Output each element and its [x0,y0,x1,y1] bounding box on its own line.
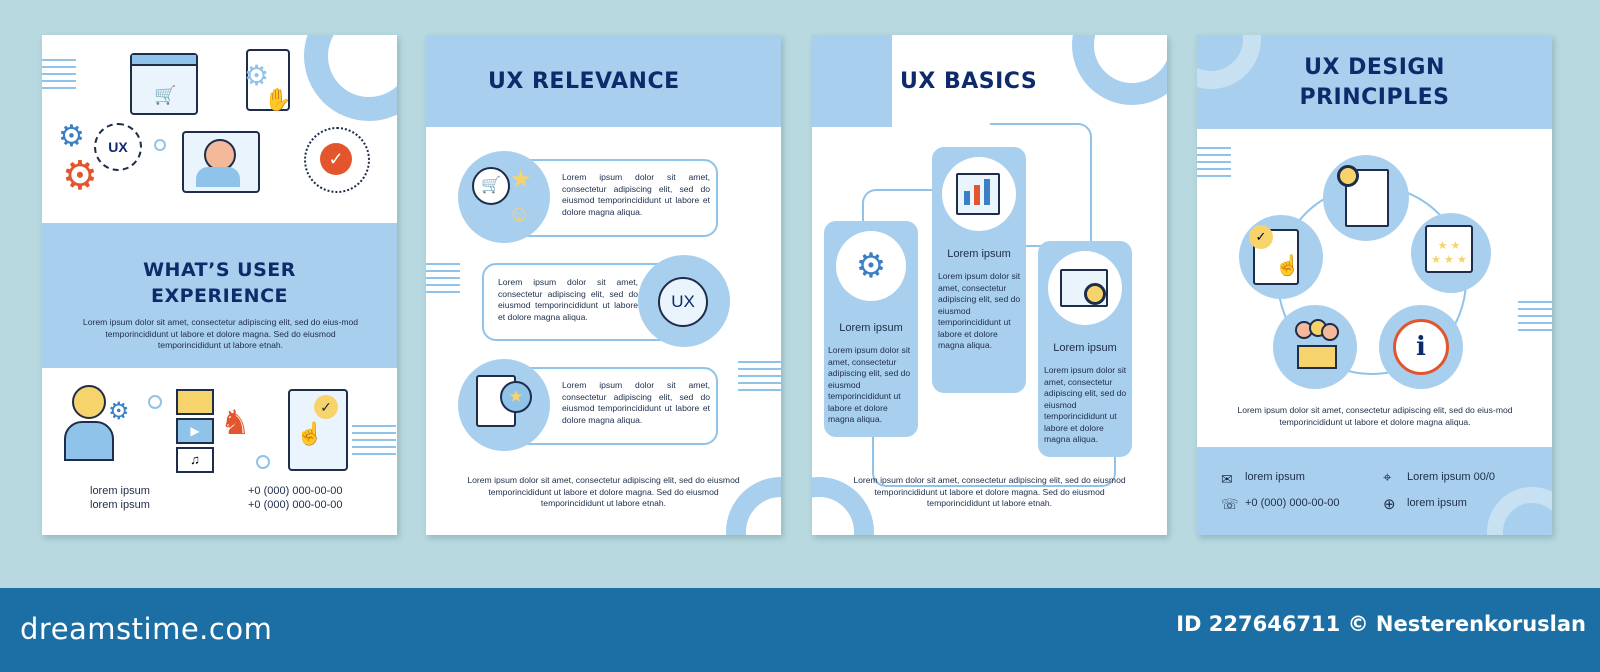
footer-paragraph: Lorem ipsum dolor sit amet, consectetur … [853,475,1126,508]
support-agent-icon: ⚙ [64,381,130,463]
network-check-icon: ✓ [304,127,370,193]
basics-card-1-title: Lorem ipsum [839,322,903,334]
head-gear-icon: ⚙ [836,231,906,301]
contact-location: Lorem ipsum 00/0 [1407,471,1496,483]
basics-card-2-title: Lorem ipsum [947,248,1011,260]
users-cart-icon [1291,319,1339,371]
brochure-page-ux-relevance: UX RELEVANCE 🛒 ★ ☺ Lorem ipsum dolor sit… [426,35,781,535]
contact-right: +0 (000) 000-00-00 +0 (000) 000-00-00 [248,484,342,512]
page-title-line-1: UX DESIGN [1304,55,1445,80]
basics-card-3-title: Lorem ipsum [1053,342,1117,354]
contact-phone-1: +0 (000) 000-00-00 [248,485,343,497]
relevance-item-2-text: Lorem ipsum dolor sit amet, consectetur … [498,277,638,322]
contact-left: lorem ipsum lorem ipsum [90,484,150,512]
touch-check-icon: ✓ ☝ [1249,225,1300,285]
decorative-lines [1518,301,1552,335]
info-target-icon: i [1393,319,1449,375]
brochure-page-ux-design-principles: UX DESIGN PRINCIPLES ★ ★★ ★ ★ ✓ ☝ i Lore… [1197,35,1552,535]
title-band [42,223,397,368]
page-title-line-2: PRINCIPLES [1299,85,1450,110]
decorative-lines [1197,147,1231,181]
ux-arrows-icon: UX [658,277,708,327]
page-title: UX RELEVANCE [488,69,680,94]
gear-icon: ⚙ [58,120,85,153]
decorative-dot [256,455,270,469]
brochure-page-what-is-ux: 🛒 ⚙ ✋ ⚙ ⚙ UX ✓ WHAT’S USER EXPERIENCE Lo… [42,35,397,535]
media-icon: ▶ ♫ [176,389,214,473]
contact-mail: lorem ipsum [1245,471,1305,483]
image-credit: ID 227646711 © Nesterenkoruslan [1176,612,1586,636]
ux-arrows-label: UX [671,292,695,311]
decorative-dot [154,139,166,151]
intro-paragraph: Lorem ipsum dolor sit amet, consectetur … [82,317,359,350]
brochure-page-ux-basics: UX BASICS ⚙ Lorem ipsum Lorem ipsum dolo… [812,35,1167,535]
page-title: UX BASICS [900,69,1038,94]
intro-paragraph: Lorem ipsum dolor sit amet, consectetur … [1237,405,1513,427]
basics-card-3-text: Lorem ipsum dolor sit amet, consectetur … [1044,365,1127,444]
mail-icon: ✉ [1221,471,1233,487]
page-title-line-2: EXPERIENCE [150,285,289,307]
title-band [426,35,781,127]
touch-document-icon: ✓ ☝ [288,389,348,471]
contact-left-2: lorem ipsum [90,499,150,511]
analytics-report-icon [942,157,1016,231]
relevance-item-1-text: Lorem ipsum dolor sit amet, consectetur … [562,172,710,217]
star-icon: ★ [510,166,532,193]
gear-orange-icon: ⚙ [62,154,98,198]
relevance-item-3-text: Lorem ipsum dolor sit amet, consectetur … [562,380,710,425]
brand-logo-text[interactable]: dreamstime.com [20,612,273,646]
phone-icon: ☏ [1221,496,1239,512]
contact-left-1: lorem ipsum [90,485,150,497]
basics-card-1-text: Lorem ipsum dolor sit amet, consectetur … [828,345,911,424]
contact-web: lorem ipsum [1407,497,1467,509]
contact-phone-2: +0 (000) 000-00-00 [248,499,343,511]
globe-icon: ⊕ [1383,496,1396,513]
shopping-window-icon: 🛒 [130,53,198,115]
footer-paragraph: Lorem ipsum dolor sit amet, consectetur … [467,475,740,508]
checklist-search-icon [1337,165,1389,227]
ux-gear-label: UX [108,139,128,155]
page-title: WHAT’S USER EXPERIENCE [42,257,397,309]
page-title-line-1: WHAT’S USER [143,259,296,281]
decorative-lines [426,263,460,297]
location-pin-icon: ⌖ [1383,469,1392,486]
chess-knight-icon: ♞ [220,404,251,442]
page-title: UX DESIGN PRINCIPLES [1197,53,1552,113]
decorative-arc [304,35,397,121]
web-search-icon [1048,251,1122,325]
ux-gear-icon: UX [94,123,142,171]
decorative-lines [352,425,396,459]
settings-tablet-icon: ⚙ ✋ [238,49,294,113]
star-rating-icon: ★ ★★ ★ ★ [1425,225,1473,273]
basics-card-2-text: Lorem ipsum dolor sit amet, consectetur … [938,271,1021,350]
decorative-dot [148,395,162,409]
decorative-lines [42,59,76,93]
decorative-lines [738,361,781,395]
contact-phone: +0 (000) 000-00-00 [1245,497,1340,509]
user-laptop-icon [182,131,260,193]
search-cart-icon: 🛒 [472,167,510,205]
smile-icon: ☺ [508,201,531,226]
title-band [812,35,892,127]
star-badge-icon: ★ [500,381,532,413]
watermark-footer-bar [0,588,1600,672]
